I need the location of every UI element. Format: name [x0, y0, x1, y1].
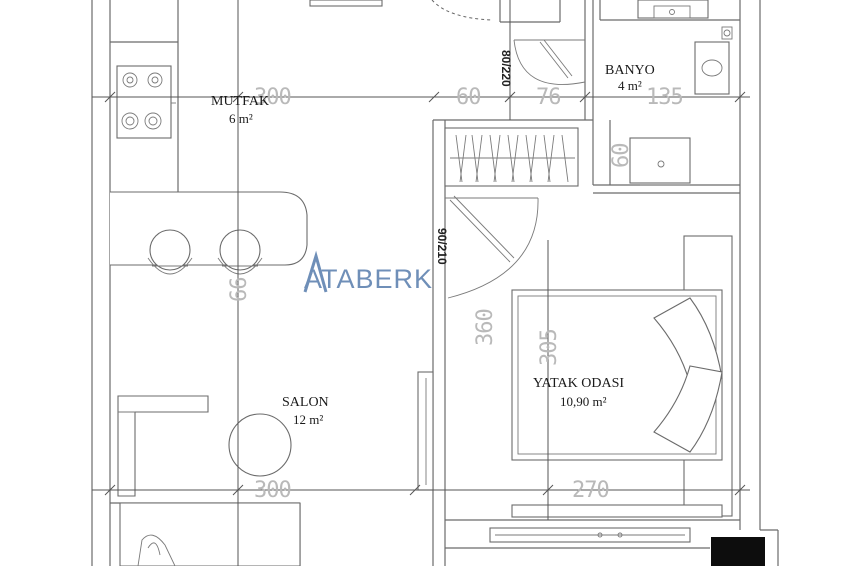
room-name-mutfak: MUTFAK — [211, 94, 269, 109]
toilet-icon — [694, 41, 730, 95]
dim-270-bottom: 270 — [572, 478, 609, 503]
dim-76-top: 76 — [536, 85, 561, 110]
dim-60-top: 60 — [456, 85, 481, 110]
coffee-table — [228, 413, 292, 477]
door-label-bath: 80/220 — [499, 50, 513, 87]
salon-furniture — [117, 371, 434, 566]
armchair — [119, 502, 301, 566]
walls — [91, 0, 779, 566]
dim-66-salon: 66 — [227, 278, 252, 303]
pillar — [711, 537, 765, 566]
shower-tray — [629, 137, 691, 184]
dim-60-bath: 60 — [609, 144, 634, 169]
room-area-mutfak: 6 m² — [229, 111, 253, 126]
door-label-bedroom: 90/210 — [435, 228, 449, 265]
dimension-lines — [92, 0, 750, 566]
room-area-yatak: 10,90 m² — [560, 394, 607, 409]
sofa — [117, 395, 209, 497]
watermark-logo: ATABERK — [303, 250, 433, 294]
dim-135-top: 135 — [646, 85, 683, 110]
hall-fixtures — [444, 39, 586, 299]
room-area-salon: 12 m² — [293, 412, 323, 427]
room-name-yatak: YATAK ODASI — [533, 376, 624, 391]
stool-icon — [219, 229, 261, 271]
vanity — [637, 0, 709, 19]
room-area-banyo: 4 m² — [618, 78, 642, 93]
dim-305-bed: 305 — [537, 329, 562, 366]
room-name-banyo: BANYO — [605, 63, 655, 78]
bedroom-furniture — [489, 235, 733, 543]
pillow-icon — [653, 297, 723, 385]
dim-300-bottom: 300 — [254, 478, 291, 503]
bar-counter — [110, 191, 308, 266]
dim-300-top: 300 — [254, 85, 291, 110]
stool-icon — [149, 229, 191, 271]
kitchen-fixtures — [110, 0, 493, 275]
wardrobe — [444, 127, 579, 187]
bathroom-fixtures — [629, 0, 733, 186]
room-name-salon: SALON — [282, 395, 329, 410]
pillow-icon — [653, 365, 723, 453]
watermark-text: ATABERK — [304, 264, 433, 294]
dim-360-hall: 360 — [473, 309, 498, 346]
